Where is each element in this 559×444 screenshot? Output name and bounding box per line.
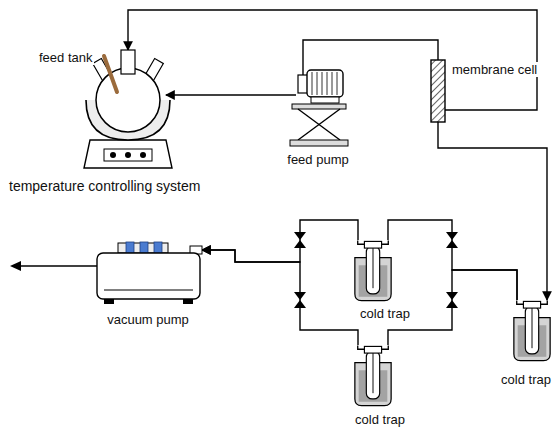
equipment-label: cold trap <box>500 372 552 387</box>
pipe-connector <box>202 220 358 262</box>
equipment-label: feed tank <box>38 50 94 65</box>
motor-fins <box>337 72 338 95</box>
equipment-node: feed pump <box>296 62 346 148</box>
feed-pump-drawing <box>290 140 348 146</box>
equipment-label: vacuum pump <box>106 312 190 327</box>
equipment-label: feed pump <box>286 152 349 167</box>
feed-pump-drawing <box>311 97 339 103</box>
vacuum-pump-drawing <box>140 242 148 253</box>
valve-symbol <box>446 232 458 248</box>
equipment-label: cold trap <box>359 306 411 321</box>
temperature-controller <box>84 140 172 168</box>
valve-symbol <box>446 292 458 308</box>
pipe-connector <box>202 250 358 345</box>
feed-tank-flask <box>86 50 170 140</box>
motor-fins <box>312 72 313 95</box>
cold-trap-drawing <box>355 345 391 405</box>
feed-pump-drawing <box>307 70 343 97</box>
vacuum-pump-drawing <box>10 261 21 271</box>
motor-fins <box>327 72 328 95</box>
pipe-connector <box>438 122 547 300</box>
motor-fins <box>317 72 318 95</box>
cold-trap-drawing <box>355 240 391 300</box>
equipment-label: membrane cell <box>451 62 538 77</box>
vacuum-pump-drawing <box>118 243 168 253</box>
vacuum-pump-drawing <box>183 299 193 304</box>
feed-pump-drawing <box>302 62 303 76</box>
pipe-connector <box>303 40 438 62</box>
equipment-label: cold trap <box>354 412 406 427</box>
motor-fins <box>322 72 323 95</box>
valve-symbol <box>294 232 306 248</box>
feed-pump-drawing <box>290 62 348 146</box>
feed-tank-flask <box>121 50 135 74</box>
temperature-controller <box>104 149 152 161</box>
vacuum-pump-drawing <box>20 265 97 266</box>
membrane-cell-drawing <box>431 60 445 122</box>
vacuum-pump-drawing <box>154 242 162 253</box>
feed-pump-drawing <box>292 104 346 109</box>
vacuum-pump-drawing <box>10 242 202 304</box>
valve-symbol <box>294 292 306 308</box>
temperature-controller <box>140 152 146 158</box>
motor-fins <box>332 72 333 95</box>
equipment-node: membrane cell <box>431 60 445 122</box>
equipment-node: feed tank <box>88 50 166 140</box>
cold-trap-drawing <box>514 300 550 360</box>
membrane-cell-drawing <box>431 60 445 122</box>
feed-pump-drawing <box>298 109 340 140</box>
temperature-controller <box>125 152 131 158</box>
feed-tank-flask <box>96 68 160 132</box>
equipment-node: cold trap <box>511 300 553 362</box>
vacuum-pump-drawing <box>104 299 114 304</box>
temperature-controller <box>110 152 116 158</box>
feed-pump-drawing <box>298 109 340 140</box>
motor-fins <box>312 72 337 95</box>
pipe-connector <box>128 10 537 110</box>
temperature-controller <box>84 140 172 168</box>
vacuum-pump-drawing <box>104 290 193 291</box>
equipment-node: vacuum pump <box>95 238 202 305</box>
vacuum-pump-drawing <box>97 253 200 299</box>
vacuum-pump-drawing <box>126 242 134 253</box>
pipe-connector <box>166 94 296 95</box>
feed-tank-flask <box>104 56 117 92</box>
equipment-node: cold trap <box>352 345 394 407</box>
caption-label: temperature controlling system <box>8 178 201 194</box>
equipment-node: cold trap <box>352 240 394 302</box>
valve-symbol <box>294 232 458 308</box>
